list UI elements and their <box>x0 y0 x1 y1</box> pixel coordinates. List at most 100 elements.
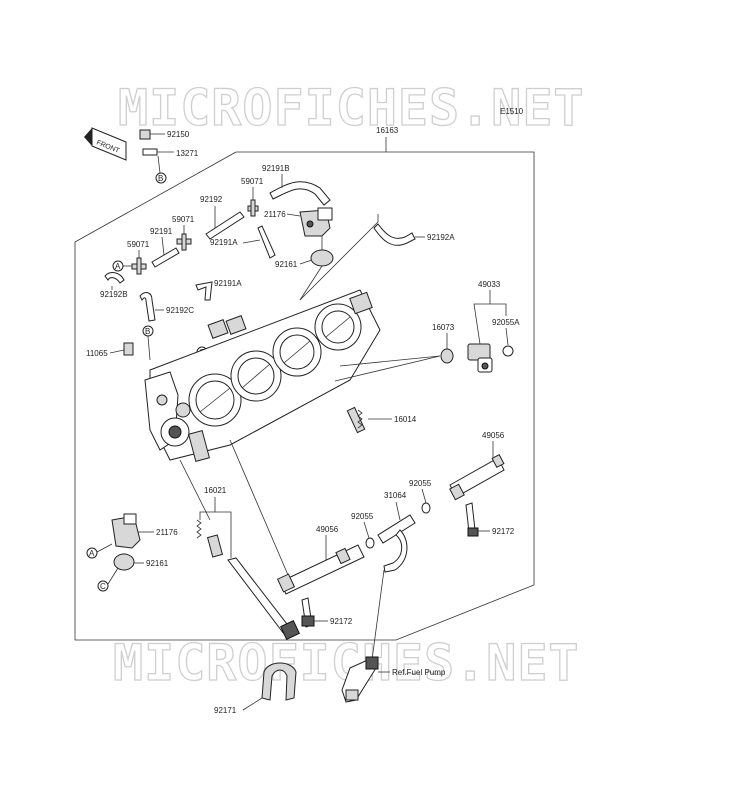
part-31064 <box>377 514 416 573</box>
hose-92192B <box>104 272 125 284</box>
marker-c-bottom-label: C <box>100 582 106 591</box>
part-92150 <box>139 129 165 140</box>
part-13271 <box>142 148 174 156</box>
label-92192C: 92192C <box>166 306 194 315</box>
ref-fuel-pump-note: Ref.Fuel Pump <box>392 668 446 677</box>
label-92191A-mid: 92191A <box>214 279 242 288</box>
label-92171: 92171 <box>214 706 237 715</box>
label-16014: 16014 <box>394 415 417 424</box>
leader-b-mid <box>147 335 151 361</box>
marker-a-bottom-label: A <box>89 549 95 558</box>
leader-a-bottom <box>96 543 113 553</box>
part-49056-left <box>276 544 365 628</box>
throttle-bore-3 <box>272 327 322 377</box>
throttle-linkage <box>144 371 210 462</box>
leader-fuel-pump <box>371 569 385 661</box>
part-16014 <box>346 406 366 434</box>
part-92055-left <box>365 537 375 549</box>
leader-92192A-main <box>299 214 379 301</box>
marker-a-left-label: A <box>115 262 121 271</box>
leader-92055-right <box>421 488 427 504</box>
label-92172-left: 92172 <box>330 617 353 626</box>
label-92191B: 92191B <box>262 164 290 173</box>
throttle-body-assembly <box>144 289 381 462</box>
leader-16021-b <box>215 511 232 558</box>
leader-92161-top <box>299 259 313 265</box>
leader-92055-left <box>363 521 370 539</box>
marker-b-top <box>155 172 167 184</box>
leader-assembly-right2 <box>334 355 441 382</box>
label-16073: 16073 <box>432 323 455 332</box>
label-11065: 11065 <box>86 349 108 358</box>
label-92192A: 92192A <box>427 233 455 242</box>
throttle-bore-2 <box>230 350 282 402</box>
label-92161-left: 92161 <box>146 559 169 568</box>
assembly-boundary <box>74 151 535 641</box>
diagram-code: E1510 <box>500 107 524 116</box>
label-92172-right: 92172 <box>492 527 515 536</box>
label-92055A: 92055A <box>492 318 520 327</box>
label-59071-top: 59071 <box>241 177 264 186</box>
label-92191A-top: 92191A <box>210 238 238 247</box>
hose-92192 <box>205 211 245 240</box>
part-49033 <box>467 343 493 373</box>
part-92161-top <box>299 236 334 301</box>
label-92055-right: 92055 <box>409 479 432 488</box>
part-92161-left <box>113 553 135 571</box>
hose-92191B <box>269 181 331 206</box>
label-16021: 16021 <box>204 486 227 495</box>
leader-b-top <box>157 155 161 174</box>
part-49056-right <box>449 454 505 537</box>
label-59071-left: 59071 <box>127 240 150 249</box>
leader-31064 <box>395 501 401 521</box>
watermark-top: MICROFICHES.NET <box>118 79 585 137</box>
label-21176-top: 21176 <box>264 210 286 219</box>
label-92192B: 92192B <box>100 290 128 299</box>
leader-92055A <box>505 327 509 346</box>
part-21176-top <box>299 207 333 237</box>
label-49056-right: 49056 <box>482 431 505 440</box>
label-49033: 49033 <box>478 280 501 289</box>
part-21176-left <box>111 513 141 549</box>
label-92191: 92191 <box>150 227 173 236</box>
marker-b-top-label: B <box>158 174 163 183</box>
watermark-bottom: MICROFICHES.NET <box>113 634 580 692</box>
leader-49033 <box>473 290 491 345</box>
throttle-bore-1 <box>188 373 242 427</box>
part-16021 <box>196 519 300 640</box>
hose-92191A-top <box>257 225 276 259</box>
marker-a-bottom <box>86 547 98 559</box>
label-92192: 92192 <box>200 195 223 204</box>
hose-92191A-mid <box>195 281 213 301</box>
throttle-bore-4 <box>314 303 362 351</box>
leader-assembly-right <box>339 355 441 367</box>
leader-92171 <box>242 697 263 711</box>
part-92171 <box>261 662 297 701</box>
leader-16021-a <box>199 497 216 520</box>
label-92055-left: 92055 <box>351 512 374 521</box>
label-31064: 31064 <box>384 491 407 500</box>
leader-92191A-top <box>242 239 261 244</box>
leader-11065 <box>109 349 125 354</box>
label-49056-left: 49056 <box>316 525 339 534</box>
leader-92191 <box>161 236 165 256</box>
label-16163: 16163 <box>376 126 399 135</box>
label-13271: 13271 <box>176 149 199 158</box>
part-11065 <box>123 342 134 356</box>
hose-92192A <box>373 223 416 246</box>
part-fuel-pump-connector <box>341 656 379 703</box>
part-16073 <box>440 348 454 364</box>
label-59071-mid: 59071 <box>172 215 195 224</box>
leader-21176-top <box>286 213 301 217</box>
leader-rail-left <box>229 439 289 576</box>
marker-b-mid-label: B <box>145 327 150 336</box>
hose-92192C <box>139 292 156 322</box>
label-21176-left: 21176 <box>156 528 178 537</box>
part-92055-right <box>421 502 431 514</box>
part-59071-mid <box>176 233 192 251</box>
marker-c-bottom <box>97 580 109 592</box>
leader-49033-b <box>490 303 507 316</box>
part-59071-left <box>131 257 147 275</box>
part-92055A <box>502 345 514 357</box>
